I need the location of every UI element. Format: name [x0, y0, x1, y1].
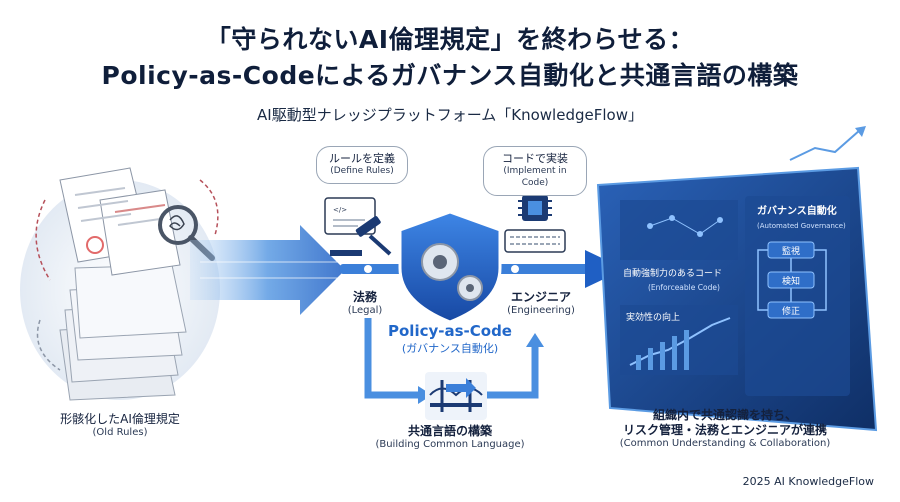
define-rules-bubble: ルールを定義 (Define Rules) — [316, 146, 408, 184]
collaboration-loop-arrows — [364, 318, 544, 404]
engineering-en: (Engineering) — [507, 305, 575, 316]
governance-title: ガバナンス自動化 — [757, 204, 837, 217]
step-monitor: 監視 — [782, 245, 800, 257]
policy-as-code-sub: (ガバナンス自動化) — [401, 342, 499, 355]
old-rules-paper-pile-icon — [20, 167, 220, 401]
common-language-en: (Building Common Language) — [375, 439, 525, 450]
step-detect: 検知 — [782, 275, 800, 287]
main-flow-arrow-icon — [190, 225, 345, 315]
legal-label: 法務 (Legal) — [330, 290, 400, 318]
implement-code-en: (Implement in Code) — [503, 166, 567, 188]
legal-en: (Legal) — [347, 305, 383, 316]
policy-as-code-main: Policy-as-Code — [388, 322, 512, 340]
enforceable-code-en: (Enforceable Code) — [648, 283, 720, 292]
old-rules-en: (Old Rules) — [92, 427, 148, 438]
legal-jp: 法務 — [352, 290, 377, 304]
dashboard-panel — [596, 126, 878, 432]
policy-shield-gear-icon — [398, 210, 502, 324]
common-language-label: 共通言語の構築 (Building Common Language) — [360, 424, 540, 452]
gavel-laptop-icon: </> — [324, 197, 392, 256]
old-rules-jp: 形骸化したAI倫理規定 — [60, 412, 180, 426]
chip-keyboard-icon — [504, 195, 566, 253]
outcome-line-1: 組織内で共通認識を持ち、 — [652, 408, 797, 422]
title-line-1: 「守られないAI倫理規定」を終わらせる： — [205, 25, 695, 54]
engineering-jp: エンジニア — [510, 290, 571, 304]
enforceable-code-label: 自動強制力のあるコード — [623, 267, 722, 279]
governance-en: (Automated Governance) — [757, 222, 846, 230]
effectiveness-label: 実効性の向上 — [626, 311, 680, 323]
subtitle: AI駆動型ナレッジプラットフォーム「KnowledgeFlow」 — [257, 106, 643, 124]
svg-text:</>: </> — [333, 206, 347, 214]
policy-as-code-label: Policy-as-Code (ガバナンス自動化) — [380, 322, 520, 356]
outcome-line-2: リスク管理・法務とエンジニアが連携 — [622, 423, 827, 437]
common-language-jp: 共通言語の構築 — [407, 424, 492, 438]
outcome-label: 組織内で共通認識を持ち、 リスク管理・法務とエンジニアが連携 (Common U… — [595, 408, 855, 451]
define-rules-en: (Define Rules) — [330, 166, 394, 177]
engineering-label: エンジニア (Engineering) — [496, 290, 586, 318]
implement-code-jp: コードで実装 — [502, 152, 568, 165]
title-line-2: Policy-as-Codeによるガバナンス自動化と共通言語の構築 — [101, 61, 799, 90]
step-fix: 修正 — [782, 305, 800, 317]
old-rules-label: 形骸化したAI倫理規定 (Old Rules) — [45, 412, 195, 440]
define-rules-jp: ルールを定義 — [329, 152, 395, 165]
implement-code-bubble: コードで実装 (Implement in Code) — [483, 146, 587, 196]
copyright: 2025 AI KnowledgeFlow — [742, 475, 874, 488]
outcome-en: (Common Understanding & Collaboration) — [619, 438, 831, 449]
bridge-icon — [425, 372, 487, 420]
